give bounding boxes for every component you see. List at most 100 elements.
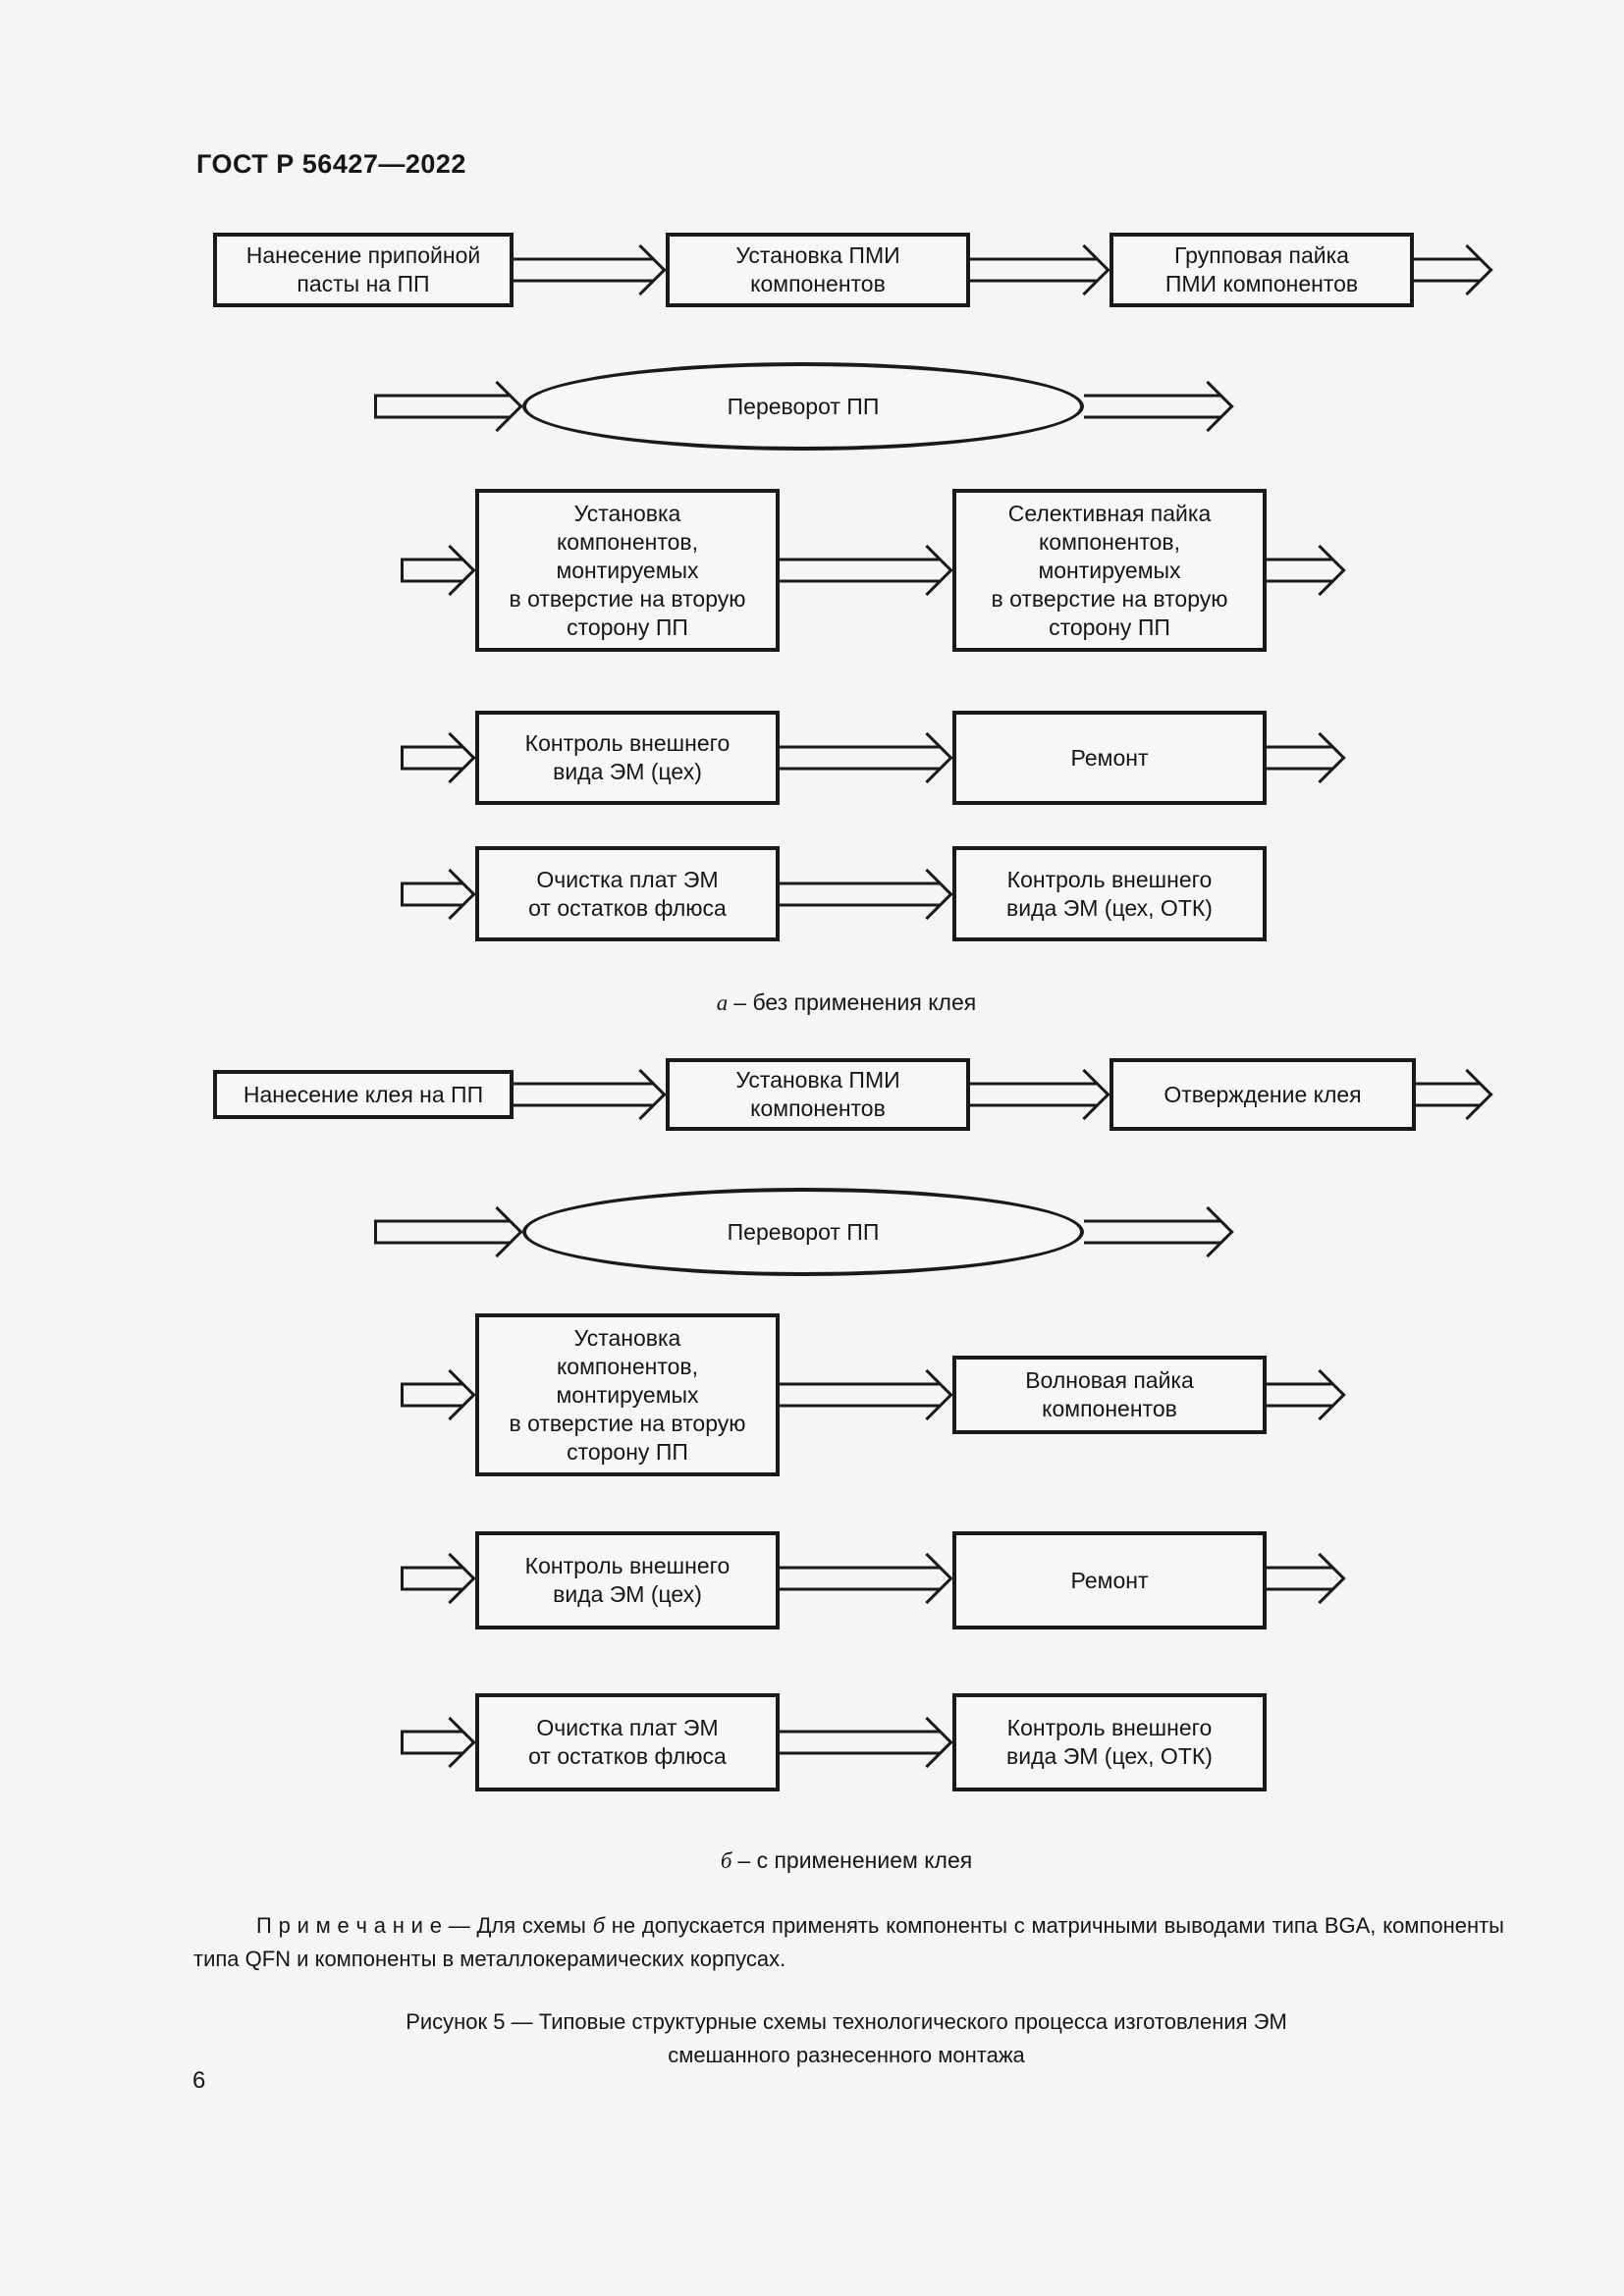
step-inspection-otk-box: Контроль внешнего вида ЭМ (цех, ОТК) (952, 846, 1267, 941)
arrow-head (901, 868, 953, 921)
arrow-shaft (780, 1730, 940, 1755)
arrow-shaft (401, 1730, 462, 1755)
arrow-shaft (1084, 394, 1220, 419)
arrow-head (1058, 1068, 1110, 1121)
step-group-soldering-box: Групповая пайка ПМИ компонентов (1110, 233, 1414, 307)
flow-arrow-icon (780, 868, 953, 921)
flow-arrow-icon (1414, 243, 1493, 296)
flow-arrow-icon (514, 1068, 667, 1121)
arrow-head (1182, 380, 1234, 433)
arrow-head (424, 868, 476, 921)
flow-arrow-icon (1267, 544, 1346, 597)
arrow-shaft (780, 881, 940, 907)
scheme-a-letter: а (716, 990, 729, 1015)
flow-arrow-icon (780, 1368, 953, 1421)
scheme-b-caption-text: – с применением клея (737, 1847, 973, 1873)
figure-caption-line2: смешанного разнесенного монтажа (668, 2043, 1025, 2067)
arrow-shaft (970, 257, 1097, 283)
scheme-a-caption-text: – без применения клея (733, 989, 977, 1015)
arrow-head (471, 1205, 523, 1258)
figure-caption: Рисунок 5 — Типовые структурные схемы те… (34, 2005, 1624, 2072)
flow-arrow-icon (780, 731, 953, 784)
arrow-head (424, 731, 476, 784)
arrow-shaft (401, 881, 462, 907)
arrow-shaft (1267, 1566, 1332, 1591)
flow-arrow-icon (514, 243, 667, 296)
flow-arrow-icon (1084, 380, 1234, 433)
step-clean-flux-box: Очистка плат ЭМ от остатков флюса (475, 1693, 780, 1791)
arrow-shaft (780, 745, 940, 771)
arrow-head (901, 1368, 953, 1421)
step-selective-soldering-box: Селективная пайка компонентов, монтируем… (952, 489, 1267, 652)
arrow-head (1294, 1552, 1346, 1605)
flow-arrow-icon (401, 868, 476, 921)
step-repair-box: Ремонт (952, 711, 1267, 805)
step-install-tht-box: Установка компонентов, монтируемых в отв… (475, 1313, 780, 1476)
arrow-head (1294, 731, 1346, 784)
flow-arrow-icon (401, 731, 476, 784)
note-suffix: не допускается применять компоненты с ма… (193, 1913, 1504, 1971)
figure-caption-line1: Рисунок 5 — Типовые структурные схемы те… (406, 2009, 1287, 2034)
arrow-shaft (401, 745, 462, 771)
note-prefix: П р и м е ч а н и е — Для схемы (256, 1913, 593, 1938)
scheme-b-letter: б (720, 1848, 732, 1873)
arrow-shaft (1267, 1382, 1332, 1408)
arrow-shaft (374, 394, 510, 419)
step-solder-paste-box: Нанесение припойной пасты на ПП (213, 233, 514, 307)
flip-board-ellipse: Переворот ПП (522, 1188, 1084, 1276)
flow-arrow-icon (1084, 1205, 1234, 1258)
step-wave-soldering-box: Волновая пайка компонентов (952, 1356, 1267, 1434)
arrow-head (1294, 1368, 1346, 1421)
step-inspection-shop-box: Контроль внешнего вида ЭМ (цех) (475, 1531, 780, 1629)
step-clean-flux-box: Очистка плат ЭМ от остатков флюса (475, 846, 780, 941)
flow-arrow-icon (1267, 731, 1346, 784)
arrow-shaft (514, 257, 653, 283)
arrow-shaft (514, 1082, 653, 1107)
arrow-head (424, 1716, 476, 1769)
flow-arrow-icon (780, 1716, 953, 1769)
flip-board-ellipse: Переворот ПП (522, 362, 1084, 451)
arrow-shaft (970, 1082, 1097, 1107)
arrow-head (1441, 243, 1493, 296)
arrow-shaft (1084, 1219, 1220, 1245)
flow-arrow-icon (780, 1552, 953, 1605)
arrow-shaft (1267, 558, 1332, 583)
arrow-head (901, 544, 953, 597)
step-glue-curing-box: Отверждение клея (1110, 1058, 1416, 1131)
arrow-shaft (1267, 745, 1332, 771)
step-apply-glue-box: Нанесение клея на ПП (213, 1070, 514, 1119)
step-install-tht-box: Установка компонентов, монтируемых в отв… (475, 489, 780, 652)
arrow-shaft (401, 1566, 462, 1591)
arrow-head (615, 243, 667, 296)
arrow-shaft (1416, 1082, 1480, 1107)
arrow-shaft (401, 558, 462, 583)
arrow-head (424, 1368, 476, 1421)
arrow-head (1441, 1068, 1493, 1121)
arrow-shaft (1414, 257, 1480, 283)
flow-arrow-icon (401, 1552, 476, 1605)
flow-arrow-icon (970, 1068, 1110, 1121)
flow-arrow-icon (374, 380, 523, 433)
page-header: ГОСТ Р 56427—2022 (196, 149, 466, 179)
flow-arrow-icon (1267, 1368, 1346, 1421)
arrow-head (901, 1552, 953, 1605)
arrow-shaft (780, 558, 940, 583)
flow-arrow-icon (970, 243, 1110, 296)
arrow-head (901, 1716, 953, 1769)
step-inspection-otk-box: Контроль внешнего вида ЭМ (цех, ОТК) (952, 1693, 1267, 1791)
step-repair-box: Ремонт (952, 1531, 1267, 1629)
flow-arrow-icon (401, 544, 476, 597)
flow-arrow-icon (401, 1716, 476, 1769)
arrow-head (901, 731, 953, 784)
flow-arrow-icon (1267, 1552, 1346, 1605)
page-number: 6 (192, 2067, 206, 2094)
arrow-head (1294, 544, 1346, 597)
arrow-head (471, 380, 523, 433)
scheme-a-caption: а– без применения клея (34, 989, 1624, 1016)
note-scheme-letter: б (592, 1913, 606, 1938)
arrow-head (615, 1068, 667, 1121)
arrow-shaft (780, 1566, 940, 1591)
flow-arrow-icon (780, 544, 953, 597)
flow-arrow-icon (1416, 1068, 1493, 1121)
arrow-head (1058, 243, 1110, 296)
